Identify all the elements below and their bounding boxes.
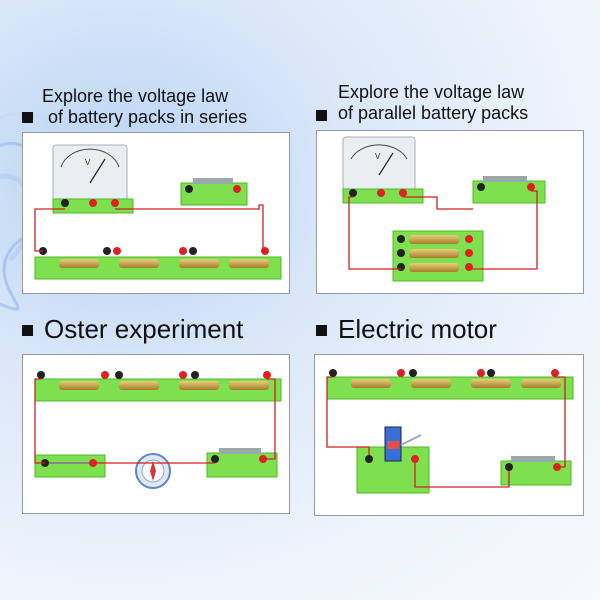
- motor-title-text: Electric motor: [338, 314, 497, 344]
- voltmeter-body: [342, 136, 416, 196]
- parallel-title: Explore the voltage law of parallel batt…: [314, 82, 594, 124]
- oster-circuit-illustration: [34, 371, 282, 489]
- bullet-icon: [316, 325, 327, 336]
- series-circuit-illustration: V: [34, 144, 282, 280]
- parallel-title-line1: Explore the voltage law: [338, 82, 525, 102]
- motor-circuit-illustration: [326, 369, 574, 494]
- series-title: Explore the voltage law of battery packs…: [22, 86, 302, 128]
- motor-panel: [314, 354, 584, 516]
- bullet-icon: [316, 110, 327, 121]
- parallel-circuit-illustration: V: [342, 136, 546, 282]
- voltmeter-body: [52, 144, 128, 208]
- oster-title-text: Oster experiment: [44, 314, 244, 344]
- voltmeter-unit: V: [85, 158, 91, 167]
- series-title-line2: of battery packs in series: [48, 107, 248, 127]
- parallel-panel: V: [316, 130, 584, 294]
- parallel-title-line2: of parallel battery packs: [338, 103, 529, 123]
- bullet-icon: [22, 325, 33, 336]
- bullet-icon: [22, 112, 33, 123]
- motor-title: Electric motor: [314, 314, 594, 344]
- oster-title: Oster experiment: [22, 314, 302, 344]
- series-title-line1: Explore the voltage law: [42, 86, 229, 106]
- oster-panel: [22, 354, 290, 514]
- voltmeter-unit: V: [375, 152, 381, 161]
- series-panel: V: [22, 132, 290, 294]
